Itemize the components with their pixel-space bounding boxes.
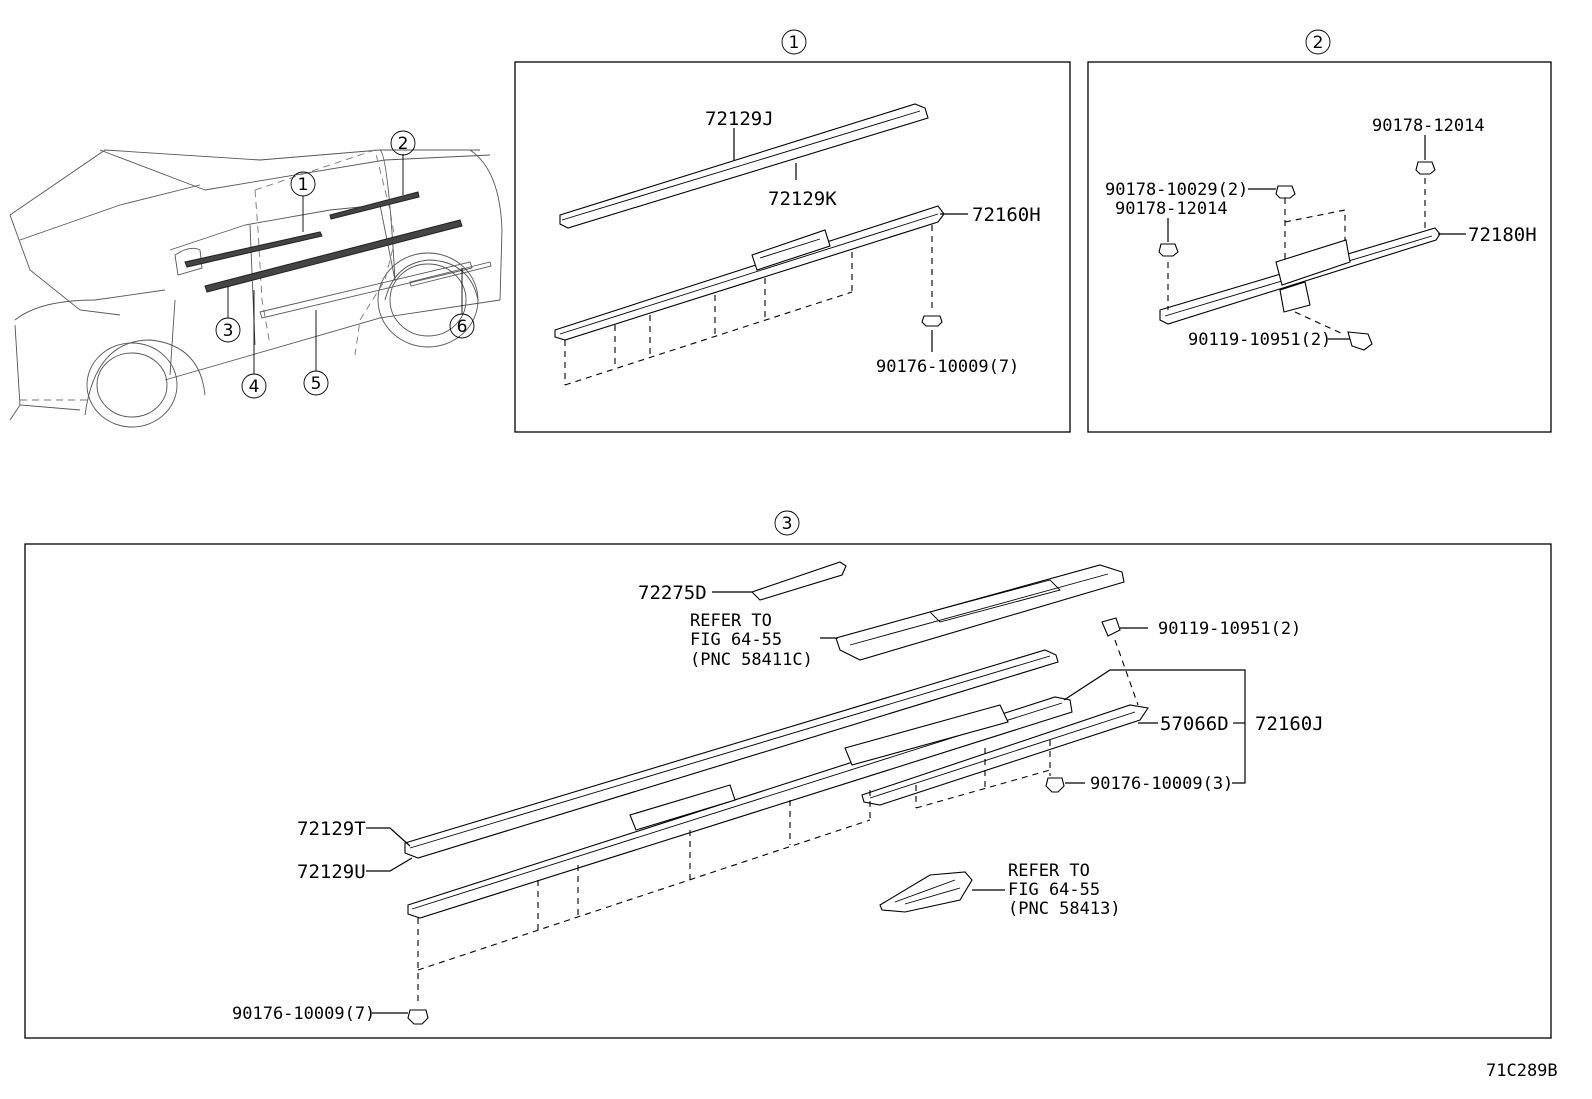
refer-2-line-2: FIG 64-55 (1008, 880, 1100, 900)
refer-2-line-3: (PNC 58413) (1008, 899, 1121, 919)
label-90119-10951-p3: 90119-10951(2) (1158, 619, 1301, 639)
panel-3: 3 (24, 510, 1552, 1039)
refer-1-line-3: (PNC 58411C) (690, 650, 813, 670)
callout-3: 3 (223, 321, 234, 341)
label-72275d: 72275D (638, 582, 707, 604)
bolt-90119-10951-p3 (1101, 617, 1121, 637)
panel-2-frame (1087, 61, 1552, 433)
callout-5: 5 (311, 374, 322, 394)
label-72129u: 72129U (297, 861, 366, 883)
label-72129k: 72129K (768, 188, 837, 210)
ref-part-58411c (835, 564, 1125, 661)
trim-strip-72129t (404, 649, 1059, 859)
trim-strip-72129j (559, 103, 929, 229)
figure-code: 71C289B (1486, 1061, 1558, 1081)
panel-1-frame (514, 61, 1071, 433)
panel-2-title: 2 (1313, 33, 1324, 53)
callout-6: 6 (457, 317, 468, 337)
label-72160j: 72160J (1255, 713, 1324, 735)
label-90178-12014-top: 90178-12014 (1372, 116, 1485, 136)
label-90176-10009-7-p1: 90176-10009(7) (876, 357, 1019, 377)
callout-2: 2 (398, 134, 409, 154)
clip-90176-10009-3 (1045, 777, 1065, 793)
label-72160h: 72160H (972, 204, 1041, 226)
label-90176-10009-3: 90176-10009(3) (1090, 774, 1233, 794)
label-72129j: 72129J (705, 108, 774, 130)
label-72180h: 72180H (1468, 224, 1537, 246)
refer-2-line-1: REFER TO (1008, 861, 1090, 881)
panel-72160h (554, 205, 945, 341)
refer-1-line-2: FIG 64-55 (690, 630, 782, 650)
bolt-90119-10951 (1347, 331, 1373, 351)
nut-90178-12014-top (1415, 161, 1436, 175)
label-57066d: 57066D (1160, 713, 1229, 735)
clip-90176-10009 (921, 315, 943, 327)
cover-57066d (861, 704, 1149, 806)
nut-90178-12014-left (1158, 243, 1179, 257)
label-90119-10951-p2: 90119-10951(2) (1188, 330, 1331, 350)
panel-2: 2 90178-12014 90178-10029(2) 90178-12014… (1087, 29, 1552, 433)
label-90176-10009-7-p3: 90176-10009(7) (232, 1004, 375, 1024)
label-90178-10029: 90178-10029(2) (1105, 180, 1248, 200)
label-72129t: 72129T (297, 818, 366, 840)
bracket-72275d (750, 561, 847, 601)
label-90178-12014-left: 90178-12014 (1115, 199, 1228, 219)
panel-3-frame (24, 543, 1552, 1039)
vehicle-overview: 1 2 3 4 5 6 (9, 130, 503, 428)
panel-1-title: 1 (789, 33, 800, 53)
nut-90178-10029 (1275, 185, 1296, 199)
panel-1: 1 72129J 72129K 72160H 90176-10009(7) (514, 29, 1071, 433)
ref-part-58413 (879, 871, 973, 913)
callout-1: 1 (298, 175, 309, 195)
clip-90176-10009-7-p3 (407, 1009, 429, 1025)
refer-1-line-1: REFER TO (690, 611, 772, 631)
panel-3-title: 3 (782, 514, 793, 534)
callout-4: 4 (249, 377, 260, 397)
